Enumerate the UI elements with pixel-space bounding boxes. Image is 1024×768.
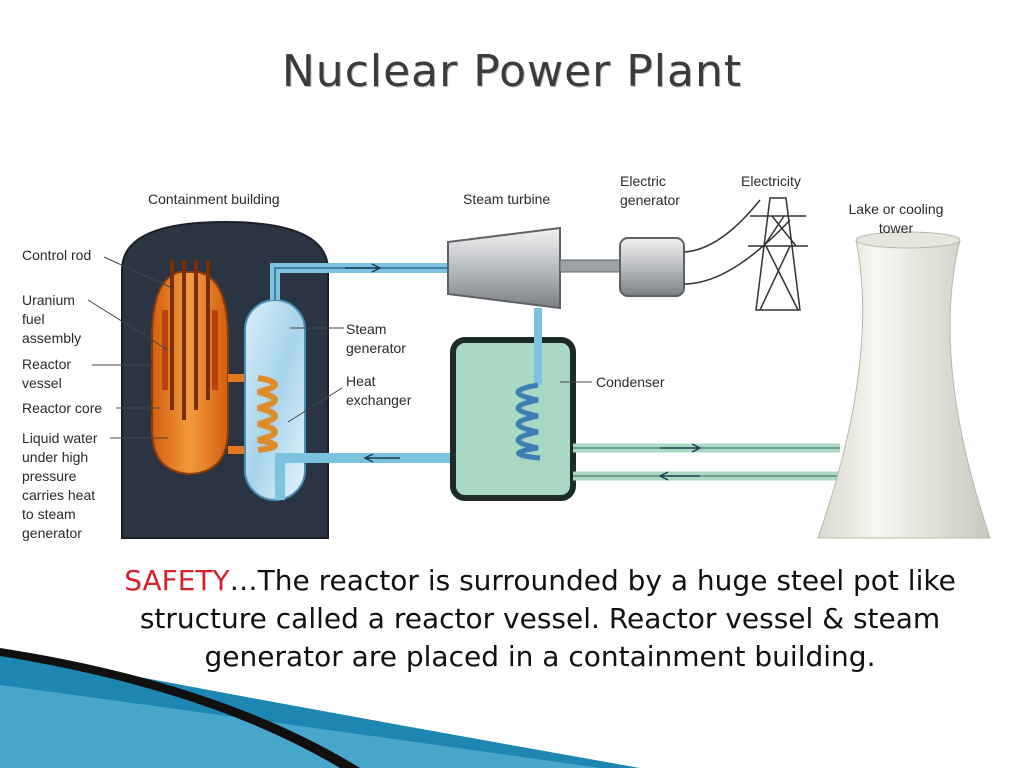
label-reactor-vessel-line2: vessel bbox=[22, 375, 62, 391]
label-heat-exchanger: Heat exchanger bbox=[346, 372, 411, 410]
label-liquid-water-line4: carries heat bbox=[22, 487, 96, 503]
nuclear-plant-diagram: Containment building Steam turbine Elect… bbox=[0, 160, 1024, 555]
label-electric-generator: Electric generator bbox=[620, 172, 680, 210]
label-electricity: Electricity bbox=[741, 173, 801, 189]
flow-arrow-cooling-out bbox=[658, 471, 700, 481]
fuel-assembly bbox=[162, 310, 218, 390]
label-cooling-tower-line2: tower bbox=[878, 220, 914, 236]
label-uranium-line3: assembly bbox=[22, 330, 82, 346]
label-control-rod: Control rod bbox=[22, 247, 92, 263]
flow-arrow-return bbox=[363, 453, 400, 463]
heat-exchanger-coil bbox=[257, 375, 278, 453]
label-steam-turbine: Steam turbine bbox=[463, 191, 551, 207]
label-uranium-fuel-assembly: Uranium fuel assembly bbox=[22, 291, 81, 348]
label-heat-exchanger-line2: exchanger bbox=[346, 392, 412, 408]
turbine-shaft bbox=[559, 259, 625, 273]
label-uranium-line1: Uranium bbox=[22, 292, 75, 308]
label-reactor-vessel: Reactor vessel bbox=[22, 355, 71, 393]
condenser bbox=[450, 337, 576, 501]
label-uranium-line2: fuel bbox=[22, 311, 45, 327]
flow-arrow-cooling-in bbox=[660, 443, 702, 453]
decorative-swoosh bbox=[0, 648, 640, 768]
label-electric-generator-line1: Electric bbox=[620, 173, 666, 189]
label-liquid-water-line2: under high bbox=[22, 449, 89, 465]
label-cooling-tower-line1: Lake or cooling bbox=[848, 201, 944, 217]
control-rods bbox=[170, 260, 210, 420]
safety-text: …The reactor is surrounded by a huge ste… bbox=[139, 564, 956, 673]
label-condenser: Condenser bbox=[596, 374, 665, 390]
leader-lines bbox=[87, 256, 592, 439]
label-reactor-core: Reactor core bbox=[22, 400, 103, 416]
label-electric-generator-line2: generator bbox=[620, 192, 680, 208]
safety-caption: SAFETY…The reactor is surrounded by a hu… bbox=[100, 562, 980, 676]
label-steam-generator-line2: generator bbox=[346, 340, 406, 356]
label-containment-building: Containment building bbox=[148, 191, 280, 207]
power-line-2 bbox=[683, 219, 791, 285]
label-cooling-tower: Lake or cooling tower bbox=[840, 200, 952, 238]
cooling-tower bbox=[817, 239, 991, 539]
safety-keyword: SAFETY bbox=[124, 564, 230, 597]
condenser-coil bbox=[515, 382, 541, 461]
electric-generator bbox=[619, 237, 685, 297]
label-steam-generator: Steam generator bbox=[346, 320, 406, 358]
transmission-tower bbox=[748, 197, 808, 311]
power-line-1 bbox=[683, 199, 761, 253]
label-liquid-water-line3: pressure bbox=[22, 468, 77, 484]
label-liquid-water-line1: Liquid water bbox=[22, 430, 98, 446]
label-liquid-water-line5: to steam bbox=[22, 506, 76, 522]
steam-turbine bbox=[447, 226, 561, 310]
diagram-graphics bbox=[87, 197, 991, 539]
label-liquid-water: Liquid water under high pressure carries… bbox=[22, 429, 98, 543]
flow-arrow-steam bbox=[345, 263, 382, 273]
label-heat-exchanger-line1: Heat bbox=[346, 373, 376, 389]
label-reactor-vessel-line1: Reactor bbox=[22, 356, 72, 372]
slide-title: Nuclear Power Plant bbox=[281, 46, 743, 97]
label-steam-generator-line1: Steam bbox=[346, 321, 387, 337]
label-liquid-water-line6: generator bbox=[22, 525, 82, 541]
